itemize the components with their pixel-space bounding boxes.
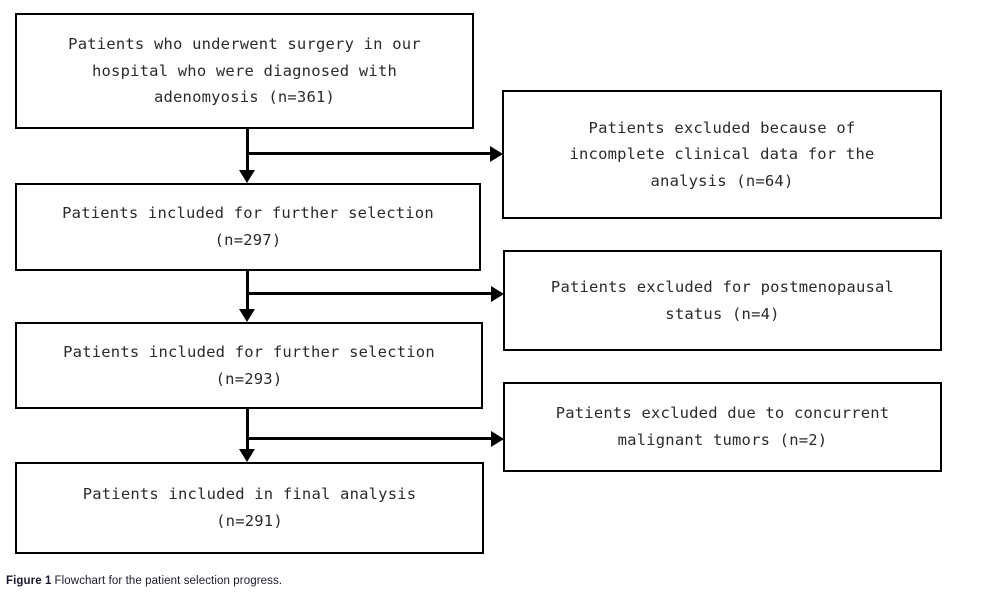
arrow-right-icon-to-excluded-malignant-tumors (491, 431, 504, 447)
flow-node-further-selection-1-label: Patients included for further selection … (62, 204, 434, 249)
flow-node-further-selection-1: Patients included for further selection … (15, 183, 481, 271)
flow-node-further-selection-2: Patients included for further selection … (15, 322, 483, 409)
arrow-down-icon-further-1-to-further-2 (239, 309, 255, 322)
arrow-right-icon-to-excluded-postmenopausal (491, 286, 504, 302)
connector-horizontal-to-excluded-incomplete-data (246, 152, 494, 155)
flow-node-further-selection-2-label: Patients included for further selection … (63, 342, 435, 388)
arrow-down-icon-enrolled-to-further-1 (239, 170, 255, 183)
connector-vertical-enrolled-to-further-1 (246, 129, 249, 171)
connector-horizontal-to-excluded-postmenopausal (246, 292, 495, 295)
flow-node-excluded-postmenopausal: Patients excluded for postmenopausal sta… (503, 250, 942, 351)
connector-vertical-further-2-to-final (246, 409, 249, 450)
flow-node-final-analysis-label: Patients included in final analysis (n=2… (82, 485, 417, 530)
arrow-down-icon-further-2-to-final (239, 449, 255, 462)
figure-caption-text: Flowchart for the patient selection prog… (54, 575, 283, 587)
figure-caption-label: Figure 1 (6, 575, 52, 587)
flow-node-excluded-incomplete-data: Patients excluded because of incomplete … (502, 90, 942, 219)
flow-node-excluded-incomplete-data-label: Patients excluded because of incomplete … (569, 118, 875, 190)
connector-horizontal-to-excluded-malignant-tumors (246, 437, 495, 440)
flow-node-excluded-postmenopausal-label: Patients excluded for postmenopausal sta… (550, 277, 895, 323)
connector-vertical-further-1-to-further-2 (246, 271, 249, 311)
flow-node-final-analysis: Patients included in final analysis (n=2… (15, 462, 484, 554)
flow-node-enrolled-patients: Patients who underwent surgery in our ho… (15, 13, 474, 129)
flow-node-enrolled-patients-label: Patients who underwent surgery in our ho… (68, 35, 421, 107)
flow-node-excluded-malignant-tumors: Patients excluded due to concurrent mali… (503, 382, 942, 472)
flow-node-excluded-malignant-tumors-label: Patients excluded due to concurrent mali… (555, 404, 890, 449)
arrow-right-icon-to-excluded-incomplete-data (490, 146, 503, 162)
